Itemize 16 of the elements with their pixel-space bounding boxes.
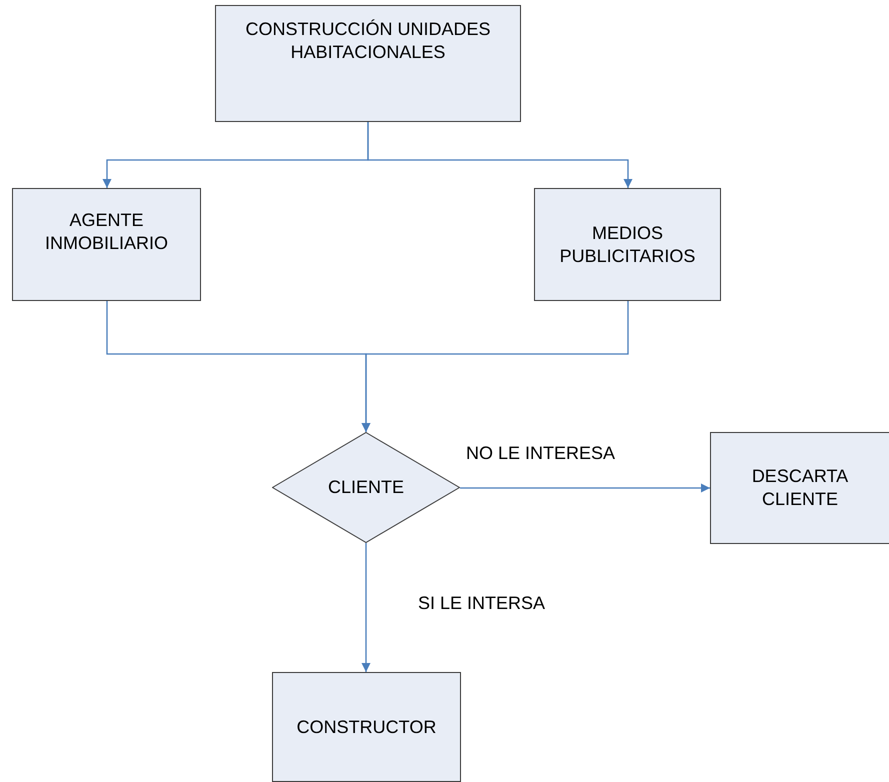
node-label: CONSTRUCTOR bbox=[296, 716, 436, 738]
decision-diamond bbox=[272, 432, 460, 543]
node-label: AGENTE INMOBILIARIO bbox=[44, 209, 170, 255]
arrow bbox=[460, 484, 710, 492]
process-box bbox=[272, 672, 461, 782]
arrow bbox=[362, 301, 629, 432]
node-label: CLIENTE bbox=[328, 476, 404, 499]
process-box bbox=[534, 188, 721, 301]
arrow bbox=[362, 543, 370, 672]
arrow bbox=[367, 122, 632, 188]
node-label: MEDIOS PUBLICITARIOS bbox=[558, 222, 696, 268]
node-label: CONSTRUCCIÓN UNIDADES HABITACIONALES bbox=[244, 18, 492, 64]
node-label: DESCARTA CLIENTE bbox=[750, 465, 850, 511]
process-box bbox=[710, 432, 889, 544]
process-box bbox=[12, 188, 201, 301]
process-box bbox=[215, 5, 521, 122]
